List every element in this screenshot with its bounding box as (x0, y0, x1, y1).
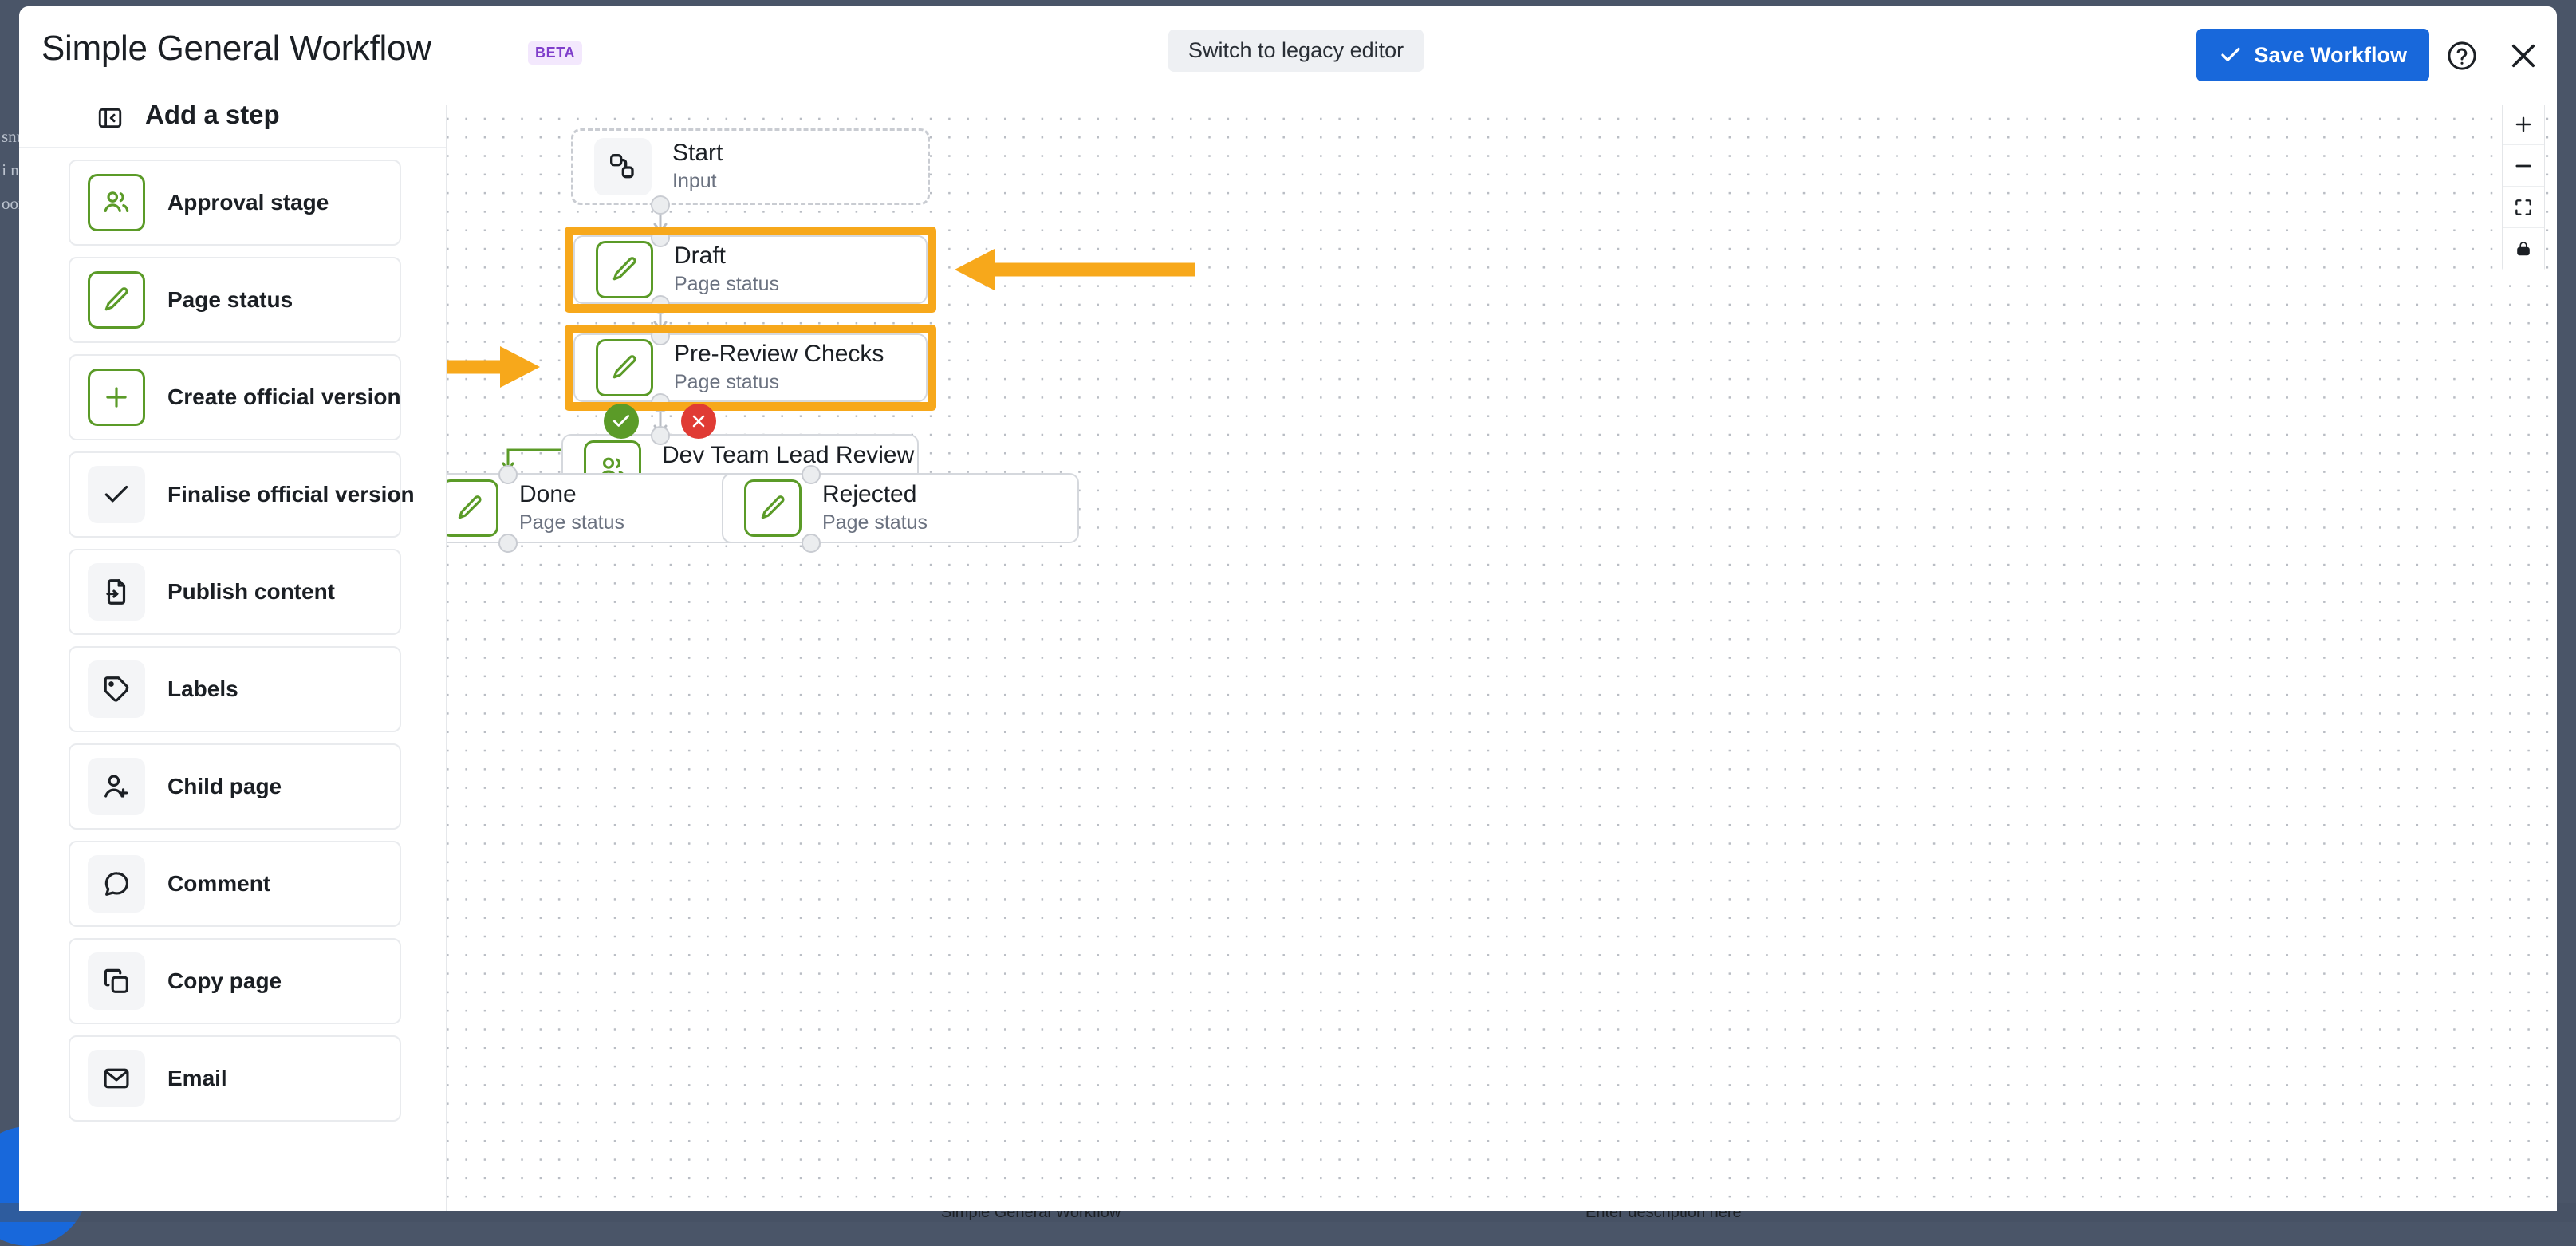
sidebar-item-label: Copy page (167, 968, 282, 994)
arrow-to-draft (942, 239, 1197, 303)
handle-start-bottom[interactable] (651, 195, 670, 215)
sidebar-item-finalise-official-version[interactable]: Finalise official version (69, 451, 401, 538)
handle-done-top[interactable] (498, 465, 518, 484)
arrow-to-prereview (447, 337, 551, 400)
node-rejected-text: Rejected Page status (822, 480, 928, 536)
sidebar-item-label: Page status (167, 287, 293, 313)
node-draft-subtitle: Page status (674, 271, 779, 298)
handle-prereview-top[interactable] (651, 326, 670, 345)
zoom-in-button[interactable] (2503, 104, 2544, 145)
node-draft-title: Draft (674, 242, 779, 270)
sidebar-item-labels[interactable]: Labels (69, 646, 401, 732)
handle-prereview-bottom[interactable] (651, 393, 670, 412)
beta-badge: BETA (528, 41, 582, 65)
check-icon (2219, 43, 2243, 67)
node-pre-review-checks[interactable]: Pre-Review Checks Page status (573, 333, 928, 402)
users-icon (88, 174, 145, 231)
node-pre-review-checks-text: Pre-Review Checks Page status (674, 340, 884, 396)
person-add-icon (88, 758, 145, 815)
x-icon (689, 412, 708, 431)
sidebar-item-label: Create official version (167, 384, 401, 410)
lock-icon (2514, 239, 2533, 258)
sidebar-item-label: Publish content (167, 579, 335, 605)
sidebar-item-create-official-version[interactable]: Create official version (69, 354, 401, 440)
node-pre-review-checks-subtitle: Page status (674, 369, 884, 396)
sidebar-item-label: Approval stage (167, 190, 329, 215)
plus-icon (88, 369, 145, 426)
workflow-canvas[interactable]: Start Input Draft Page status (447, 83, 2557, 1211)
sidebar-item-page-status[interactable]: Page status (69, 257, 401, 343)
node-draft-text: Draft Page status (674, 242, 779, 298)
handle-draft-top[interactable] (651, 228, 670, 247)
switch-to-legacy-editor-button[interactable]: Switch to legacy editor (1168, 30, 1424, 72)
panel-collapse-icon[interactable] (94, 102, 126, 134)
pencil-icon (744, 479, 802, 537)
check-icon (611, 411, 632, 432)
zoom-out-button[interactable] (2503, 145, 2544, 187)
backdrop-left-text: snu i n oonesoptsPV (2, 120, 19, 220)
handle-review-top[interactable] (651, 426, 670, 445)
workflow-editor-modal: Simple General Workflow BETA Switch to l… (19, 6, 2557, 1211)
workflow-start-icon (594, 138, 652, 195)
save-workflow-label: Save Workflow (2254, 43, 2407, 68)
sidebar-item-label: Comment (167, 871, 270, 897)
node-rejected[interactable]: Rejected Page status (722, 473, 1079, 543)
branch-badge-rejected[interactable] (681, 404, 716, 439)
node-done-title: Done (519, 480, 624, 508)
handle-done-bottom[interactable] (498, 534, 518, 553)
check-icon (88, 466, 145, 523)
plus-icon (2513, 114, 2534, 135)
pencil-icon (596, 339, 653, 396)
pencil-icon (596, 241, 653, 298)
node-rejected-subtitle: Page status (822, 510, 928, 536)
tag-icon (88, 660, 145, 718)
sidebar-item-email[interactable]: Email (69, 1035, 401, 1122)
node-rejected-title: Rejected (822, 480, 928, 508)
handle-draft-bottom[interactable] (651, 295, 670, 314)
pencil-icon (88, 271, 145, 329)
page-title: Simple General Workflow (41, 29, 431, 69)
close-icon[interactable] (2504, 37, 2543, 75)
handle-rejected-bottom[interactable] (802, 534, 821, 553)
branch-badge-approved[interactable] (604, 404, 639, 439)
node-done-subtitle: Page status (519, 510, 624, 536)
copy-icon (88, 952, 145, 1010)
save-workflow-button[interactable]: Save Workflow (2196, 29, 2429, 81)
node-done-text: Done Page status (519, 480, 624, 536)
sidebar-item-label: Labels (167, 676, 238, 702)
sidebar-item-publish-content[interactable]: Publish content (69, 549, 401, 635)
handle-rejected-top[interactable] (802, 465, 821, 484)
node-start-title: Start (672, 139, 723, 167)
fit-view-button[interactable] (2503, 187, 2544, 228)
canvas-content: Start Input Draft Page status (447, 83, 2557, 1211)
sidebar-item-comment[interactable]: Comment (69, 841, 401, 927)
node-start-subtitle: Input (672, 168, 723, 195)
node-draft[interactable]: Draft Page status (573, 235, 928, 304)
minus-icon (2513, 156, 2534, 176)
sidebar-item-label: Child page (167, 774, 282, 799)
sidebar-item-label: Finalise official version (167, 482, 415, 507)
node-start[interactable]: Start Input (571, 128, 930, 205)
canvas-controls (2502, 103, 2545, 270)
pencil-icon (447, 479, 498, 537)
envelope-icon (88, 1050, 145, 1107)
sidebar-item-child-page[interactable]: Child page (69, 743, 401, 830)
header: Simple General Workflow BETA Switch to l… (19, 6, 2557, 105)
sidebar-item-label: Email (167, 1066, 227, 1091)
lock-button[interactable] (2503, 228, 2544, 270)
fit-view-icon (2513, 197, 2534, 218)
node-pre-review-checks-title: Pre-Review Checks (674, 340, 884, 368)
sidebar-item-approval-stage[interactable]: Approval stage (69, 160, 401, 246)
comment-icon (88, 855, 145, 913)
node-start-text: Start Input (672, 139, 723, 195)
help-circle-icon[interactable] (2443, 37, 2481, 75)
node-dev-team-lead-review-title: Dev Team Lead Review (662, 441, 914, 469)
file-export-icon (88, 563, 145, 621)
sidebar-item-copy-page[interactable]: Copy page (69, 938, 401, 1024)
